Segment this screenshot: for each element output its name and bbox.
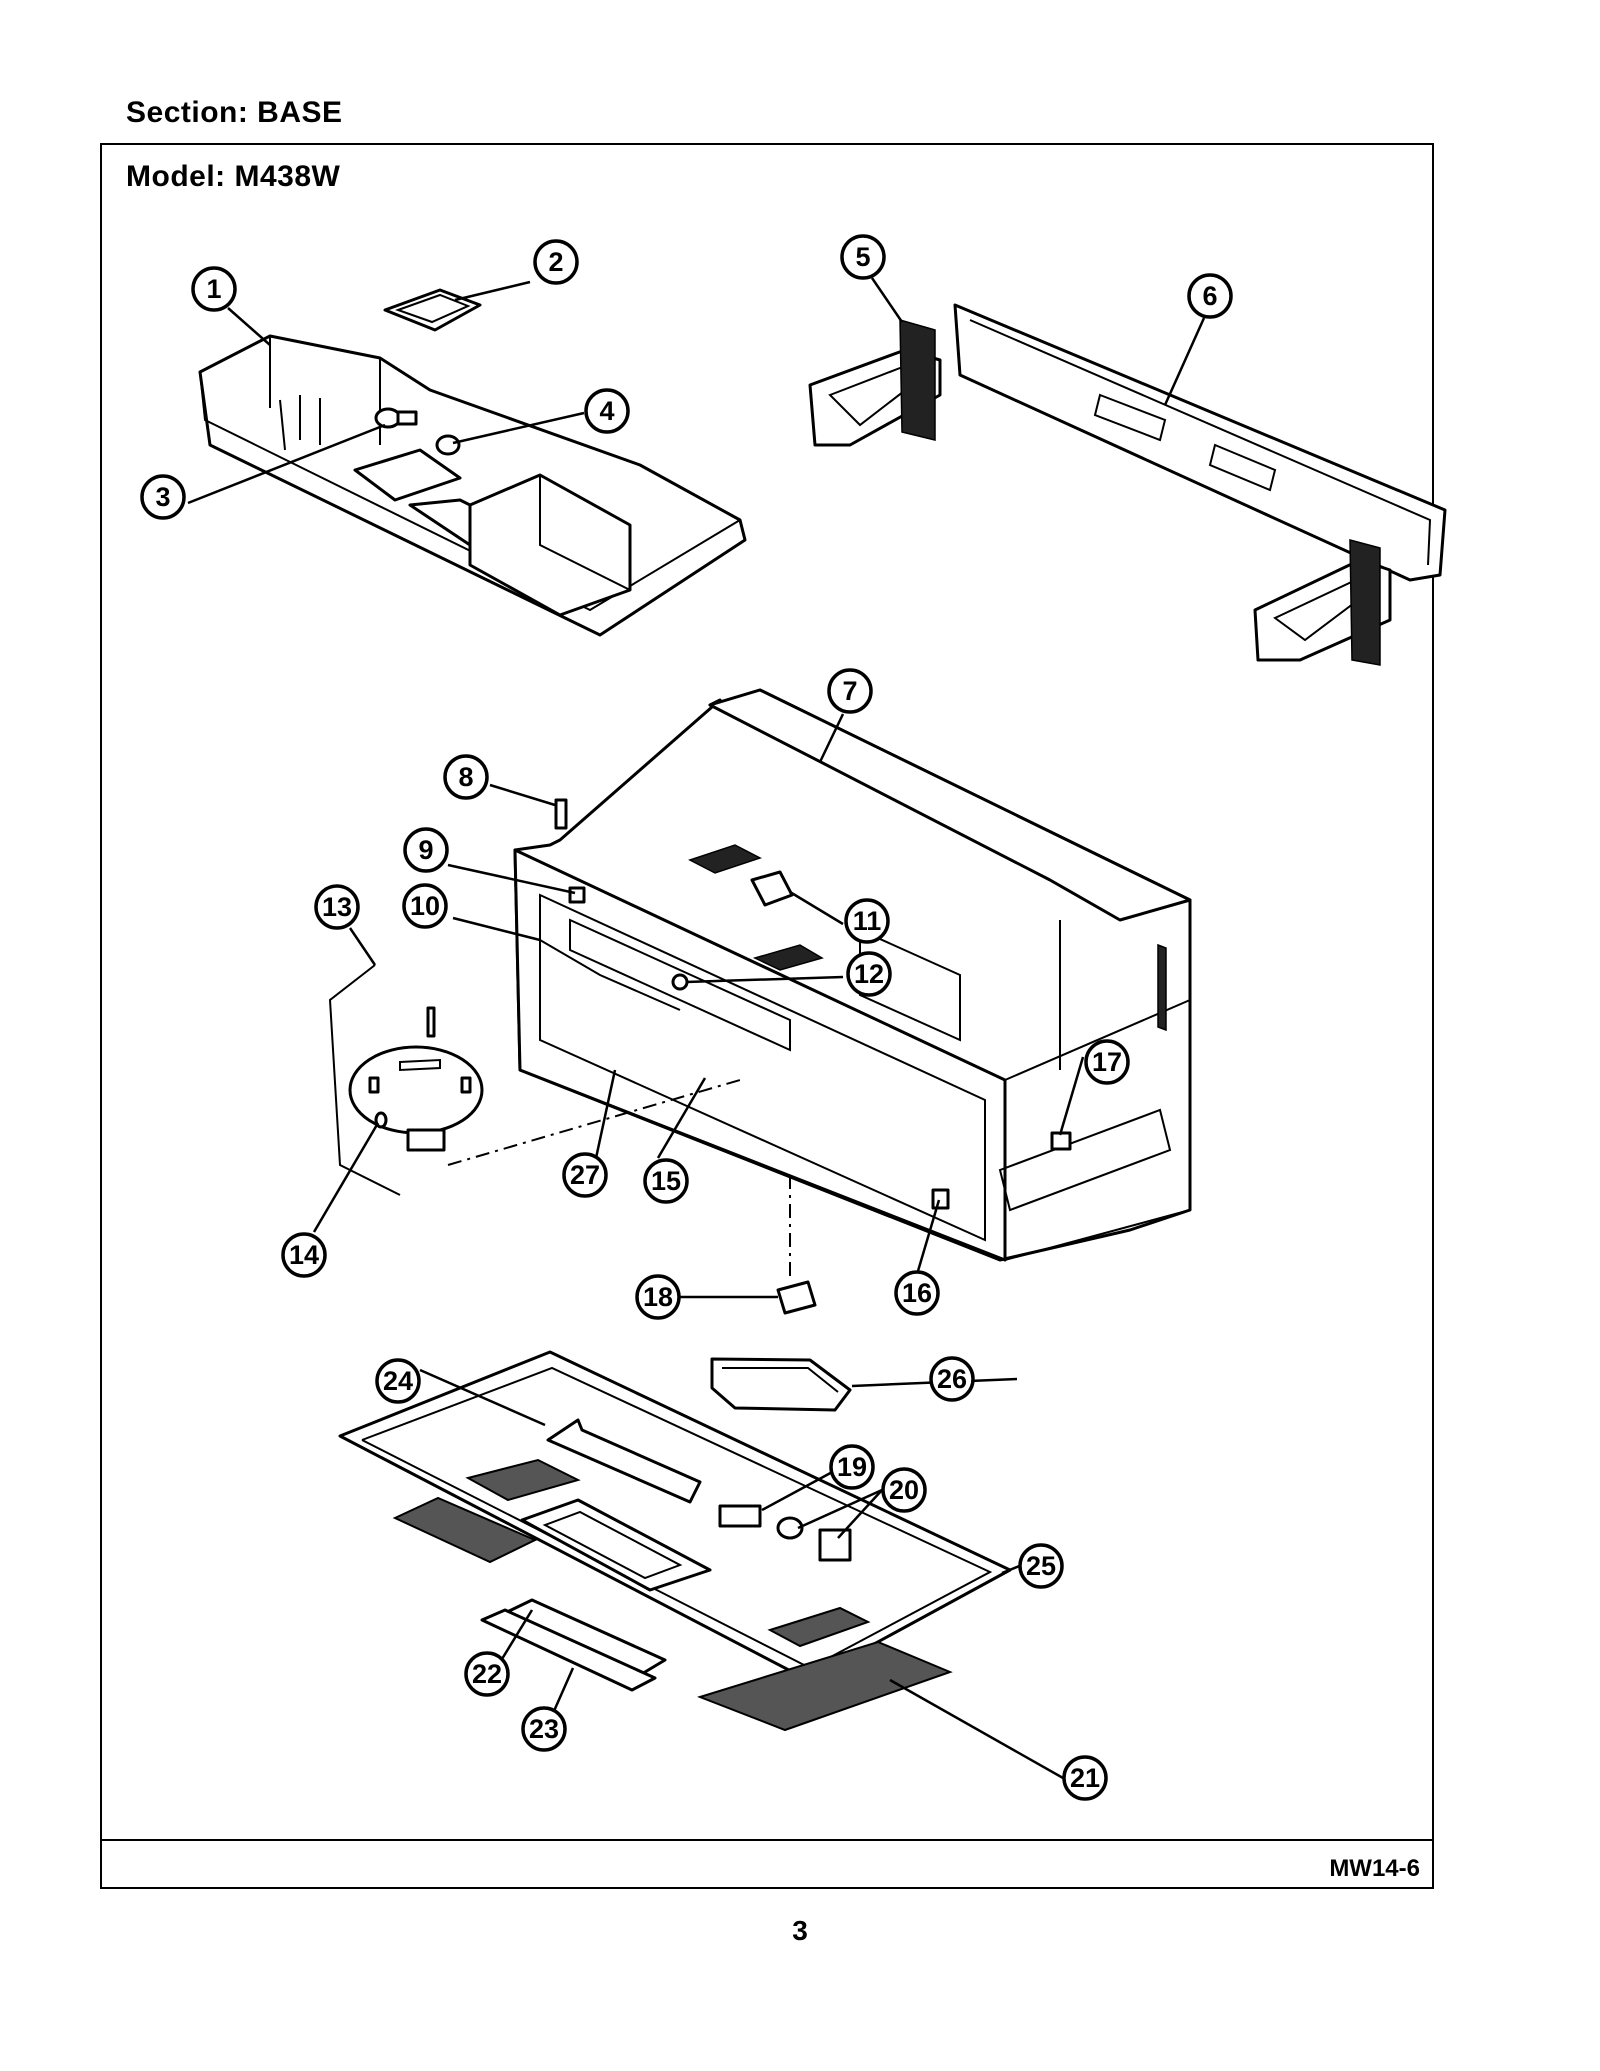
callout-2: 2 [533, 239, 579, 285]
model-title: Model: M438W [126, 160, 341, 193]
callout-15: 15 [643, 1158, 689, 1204]
svg-text:13: 13 [322, 892, 352, 922]
svg-text:7: 7 [842, 676, 857, 706]
callout-24: 24 [375, 1358, 421, 1404]
lamp-cover-part [480, 1598, 667, 1692]
callout-23: 23 [521, 1706, 567, 1752]
svg-text:4: 4 [599, 396, 614, 426]
footer-code: MW14-6 [1329, 1855, 1420, 1882]
svg-text:9: 9 [418, 835, 433, 865]
page-number: 3 [792, 1915, 808, 1946]
callout-5: 5 [840, 234, 886, 280]
callout-7: 7 [827, 668, 873, 714]
callout-17: 17 [1084, 1039, 1130, 1085]
svg-text:16: 16 [902, 1278, 932, 1308]
svg-text:21: 21 [1070, 1763, 1100, 1793]
grease-filter-part [392, 1496, 538, 1564]
bottom-panel-part [338, 1350, 1012, 1682]
callout-13: 13 [314, 884, 360, 930]
footer-divider [102, 1839, 1432, 1841]
callout-10: 10 [402, 883, 448, 929]
callout-14: 14 [281, 1232, 327, 1278]
callout-19: 19 [829, 1444, 875, 1490]
callout-18: 18 [635, 1274, 681, 1320]
svg-text:18: 18 [643, 1282, 673, 1312]
vent-pattern [688, 844, 824, 971]
svg-text:10: 10 [410, 891, 440, 921]
switch-parts [718, 1504, 852, 1562]
leader-lines [187, 277, 1206, 1780]
svg-text:17: 17 [1092, 1047, 1122, 1077]
svg-text:14: 14 [289, 1240, 319, 1270]
cover-plate-part [383, 288, 482, 332]
filter-part [696, 1640, 953, 1732]
callout-9: 9 [403, 827, 449, 873]
svg-text:5: 5 [855, 242, 870, 272]
callout-25: 25 [1018, 1543, 1064, 1589]
section-title: Section: BASE [126, 96, 343, 129]
callout-12: 12 [846, 951, 892, 997]
svg-text:25: 25 [1026, 1551, 1056, 1581]
callout-6: 6 [1187, 273, 1233, 319]
svg-text:6: 6 [1202, 281, 1217, 311]
svg-text:23: 23 [529, 1714, 559, 1744]
svg-text:24: 24 [383, 1366, 413, 1396]
svg-text:11: 11 [853, 906, 882, 936]
svg-text:1: 1 [206, 274, 221, 304]
turntable-bracket-part [328, 964, 484, 1196]
callout-21: 21 [1062, 1755, 1108, 1801]
svg-text:3: 3 [155, 482, 170, 512]
callout-26: 26 [929, 1356, 975, 1402]
svg-text:20: 20 [889, 1475, 919, 1505]
svg-text:26: 26 [937, 1364, 967, 1394]
callout-3: 3 [140, 474, 186, 520]
callout-22: 22 [464, 1651, 510, 1697]
base-tray-part [198, 334, 747, 637]
callout-11: 11 [844, 898, 890, 944]
svg-text:8: 8 [458, 762, 473, 792]
svg-text:22: 22 [472, 1659, 502, 1689]
svg-text:27: 27 [570, 1160, 600, 1190]
callout-4: 4 [584, 388, 630, 434]
mounting-rail-part [808, 303, 1447, 666]
svg-text:19: 19 [837, 1452, 867, 1482]
lamp-housing-part [710, 1357, 852, 1412]
bushing-part [435, 434, 461, 456]
svg-text:15: 15 [651, 1166, 681, 1196]
diagram-frame: Model: M438W MW14-6 [100, 143, 1434, 1889]
callout-8: 8 [443, 754, 489, 800]
fitting-part [374, 407, 418, 429]
svg-text:12: 12 [854, 959, 884, 989]
cabinet-components [539, 798, 1072, 1315]
callout-16: 16 [894, 1270, 940, 1316]
callout-20: 20 [881, 1467, 927, 1513]
callout-1: 1 [191, 266, 237, 312]
svg-text:2: 2 [548, 247, 563, 277]
callout-27: 27 [562, 1152, 608, 1198]
